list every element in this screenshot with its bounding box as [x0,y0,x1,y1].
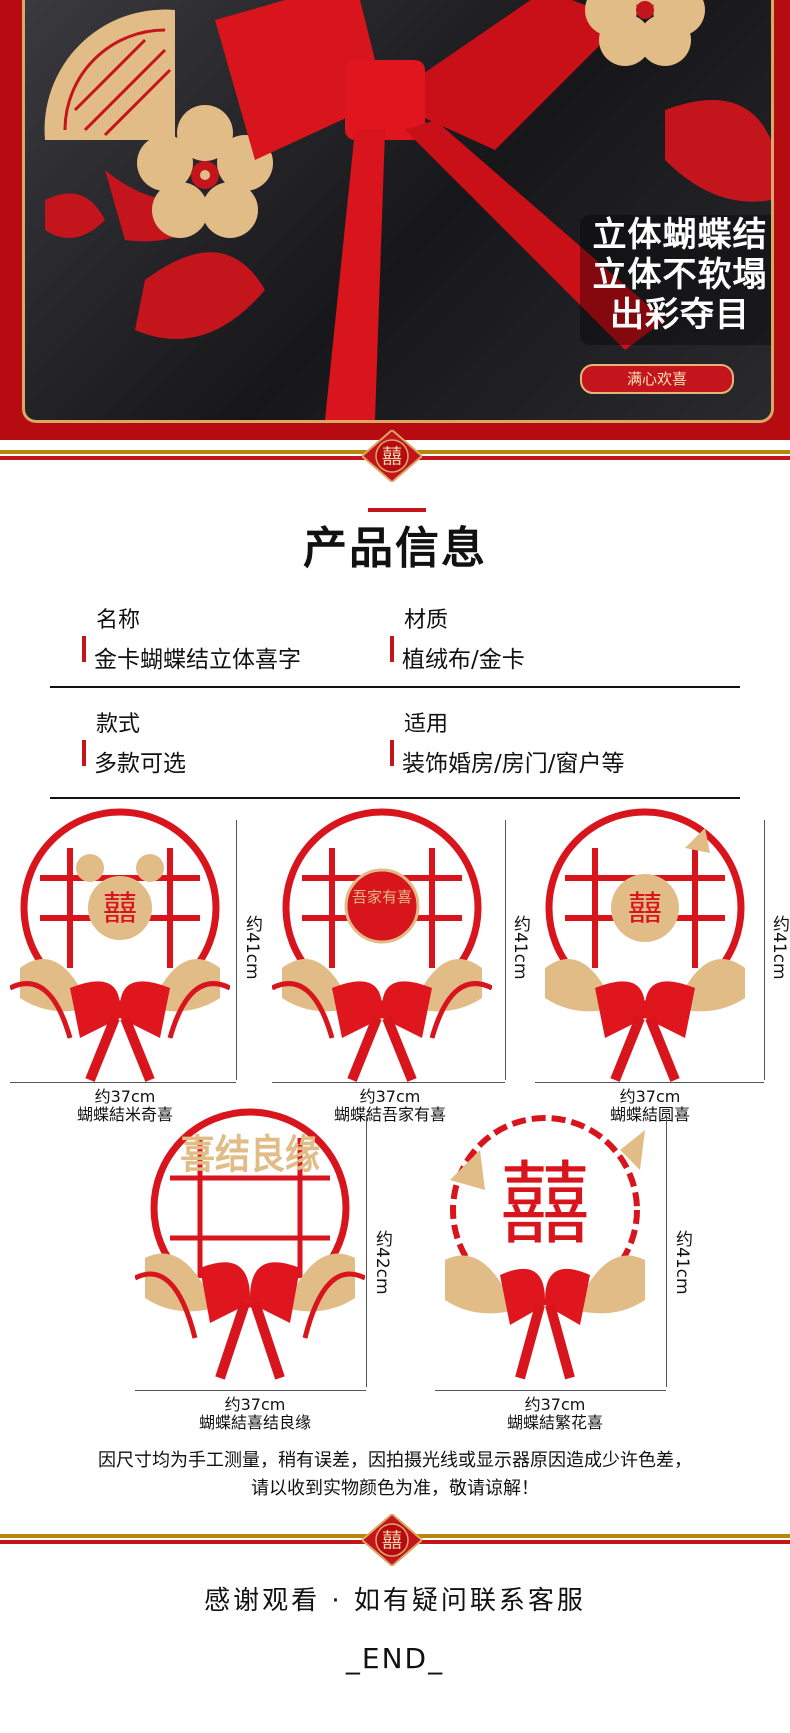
info-value: 植绒布/金卡 [402,647,525,673]
product-height: 约41cm [510,915,530,980]
product-caption: 约37cm 蝴蝶結吾家有喜 [280,1088,500,1124]
info-label: 适用 [404,712,449,737]
hero-photo: 立体蝴蝶结 立体不软塌 出彩夺目 [22,0,774,423]
svg-text:囍: 囍 [103,889,137,929]
info-value: 装饰婚房/房门/窗户等 [402,751,625,777]
product-caption: 约37cm 蝴蝶結繁花喜 [450,1396,660,1432]
product-height: 约41cm [769,915,789,980]
divider-rule [50,686,740,688]
svg-text:喜结良缘: 喜结良缘 [180,1132,320,1178]
flower-decoration [137,105,273,238]
product-width: 约37cm [359,1087,421,1106]
hero-headline: 立体蝴蝶结 立体不软塌 出彩夺目 [580,215,771,345]
product-name: 蝴蝶結吾家有喜 [333,1105,446,1124]
divider-rule [50,797,740,799]
leaf-decoration [135,252,265,339]
end-mark: _END_ [345,1642,445,1675]
info-name: 名称 金卡蝴蝶结立体喜字 [82,602,402,678]
product-caption: 约37cm 蝴蝶結米奇喜 [20,1088,230,1124]
info-style: 款式 多款可选 [82,706,402,782]
bow-illustration [44,0,771,420]
disclaimer-line: 因尺寸均为手工测量，稍有误差，因拍摄光线或显示器原因造成少许色差， [98,1450,692,1471]
info-value: 多款可选 [94,751,186,777]
fan-decoration [44,9,176,140]
product-width: 约37cm [524,1395,586,1414]
product-name: 蝴蝶結圆喜 [609,1105,690,1124]
section-title: 产品信息 [303,523,487,574]
red-bow [215,0,665,420]
product-height: 约41cm [242,915,262,980]
product-image-happy-union: 喜结良缘 [135,1108,365,1380]
info-value: 金卡蝴蝶结立体喜字 [94,647,301,673]
double-happiness-emblem-icon: 囍 [362,430,422,482]
product-image-mickey: 囍 [10,808,230,1082]
product-caption: 约37cm 蝴蝶結圆喜 [545,1088,755,1124]
headline-line: 立体蝴蝶结 [592,215,768,255]
hero-badge: 满心欢喜 [580,364,734,394]
product-height: 约41cm [672,1230,692,1295]
product-image-round-happiness: 囍 [545,808,745,1082]
svg-text:吾家有喜: 吾家有喜 [352,888,412,906]
product-height: 约42cm [372,1230,392,1295]
product-name: 蝴蝶結喜结良缘 [198,1413,311,1432]
emblem-char: 囍 [382,444,402,468]
thanks-text: 感谢观看 · 如有疑问联系客服 [204,1586,586,1616]
disclaimer-line: 请以收到实物颜色为准，敬请谅解！ [251,1478,539,1499]
product-image-blossom-happiness: 囍 [445,1115,645,1380]
svg-text:囍: 囍 [628,889,662,929]
product-image-home-happiness: 吾家有喜 [272,808,492,1082]
product-name: 蝴蝶結繁花喜 [506,1413,603,1432]
info-label: 款式 [96,712,141,737]
svg-text:囍: 囍 [500,1152,590,1257]
hero-banner: 立体蝴蝶结 立体不软塌 出彩夺目 满心欢喜 [0,0,790,440]
info-label: 材质 [404,608,449,633]
emblem-char: 囍 [382,1528,402,1552]
product-name: 蝴蝶結米奇喜 [76,1105,173,1124]
info-usage: 适用 装饰婚房/房门/窗户等 [390,706,710,782]
product-width: 约37cm [94,1087,156,1106]
section-divider: 囍 [0,428,790,488]
info-label: 名称 [96,608,141,633]
info-material: 材质 植绒布/金卡 [390,602,710,678]
headline-line: 立体不软塌 [592,255,768,295]
title-accent [368,508,426,512]
section-divider: 囍 [0,1512,790,1572]
product-caption: 约37cm 蝴蝶結喜结良缘 [150,1396,360,1432]
product-width: 约37cm [224,1395,286,1414]
double-happiness-emblem-icon: 囍 [362,1514,422,1566]
product-width: 约37cm [619,1087,681,1106]
headline-line: 出彩夺目 [610,295,750,335]
